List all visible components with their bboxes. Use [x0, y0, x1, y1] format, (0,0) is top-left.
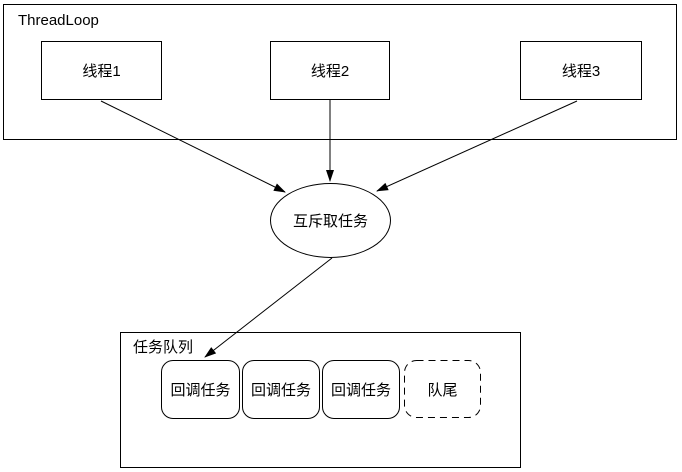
callback-task-box-3: 回调任务: [322, 360, 400, 419]
thread3-label: 线程3: [561, 63, 601, 80]
threadloop-label: ThreadLoop: [18, 12, 99, 29]
callback-task-label-2: 回调任务: [250, 382, 311, 399]
callback-task-box-1: 回调任务: [161, 360, 240, 419]
thread2-box: 线程2: [270, 41, 390, 100]
thread3-box: 线程3: [520, 41, 642, 100]
threadloop-group-box: ThreadLoop: [3, 4, 677, 140]
mutex-label: 互斥取任务: [292, 213, 368, 230]
queue-tail-box: 队尾: [404, 360, 481, 418]
task-queue-label: 任务队列: [133, 339, 194, 356]
thread1-box: 线程1: [41, 41, 162, 100]
callback-task-label-1: 回调任务: [170, 382, 231, 399]
thread1-label: 线程1: [82, 63, 121, 80]
mutex-ellipse: 互斥取任务: [270, 183, 391, 258]
thread2-label: 线程2: [310, 63, 350, 80]
callback-task-box-2: 回调任务: [242, 360, 320, 419]
queue-tail-label: 队尾: [427, 381, 458, 399]
callback-task-label-3: 回调任务: [330, 382, 391, 399]
